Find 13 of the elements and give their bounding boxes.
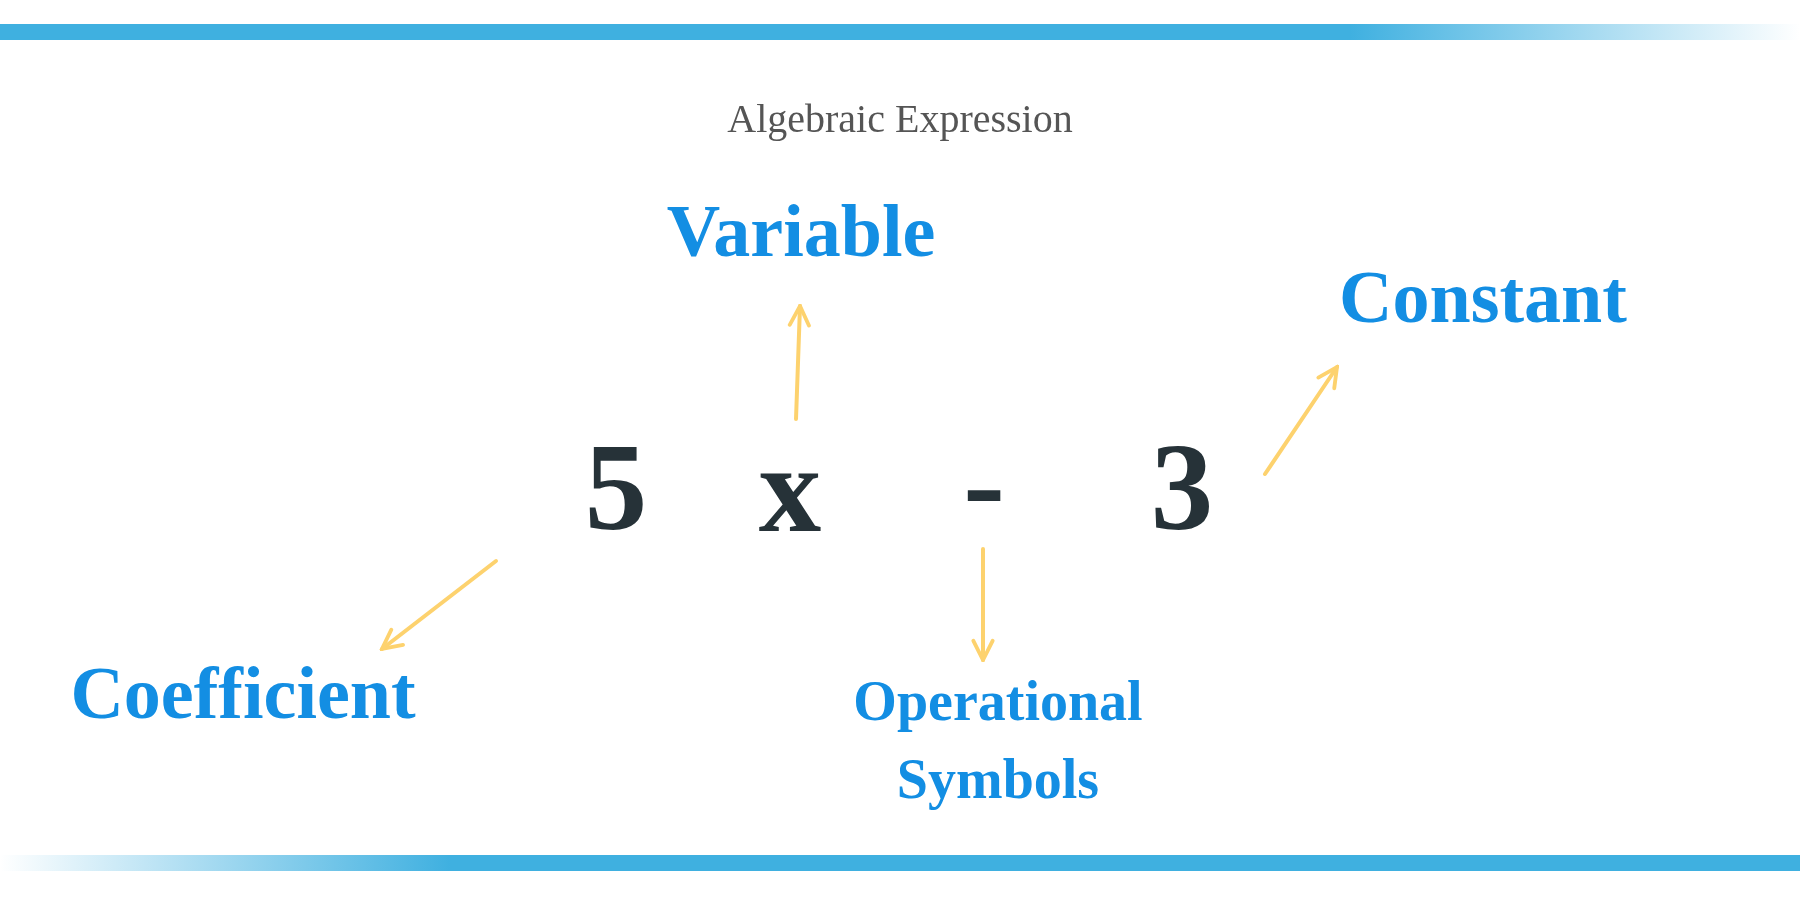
term-label: Constant (1339, 255, 1627, 341)
arrow (380, 559, 498, 651)
expression-term: 5 (584, 416, 648, 560)
arrow (1263, 365, 1339, 476)
expression-term: x (758, 418, 822, 562)
arrow (971, 547, 995, 662)
term-label: Variable (666, 189, 936, 275)
expression-term: - (963, 412, 1005, 556)
term-label: Operational Symbols (833, 661, 1163, 819)
term-label: Coefficient (70, 651, 416, 737)
arrow (787, 304, 811, 421)
diagram-title: Algebraic Expression (727, 94, 1073, 142)
expression-term: 3 (1150, 416, 1214, 560)
